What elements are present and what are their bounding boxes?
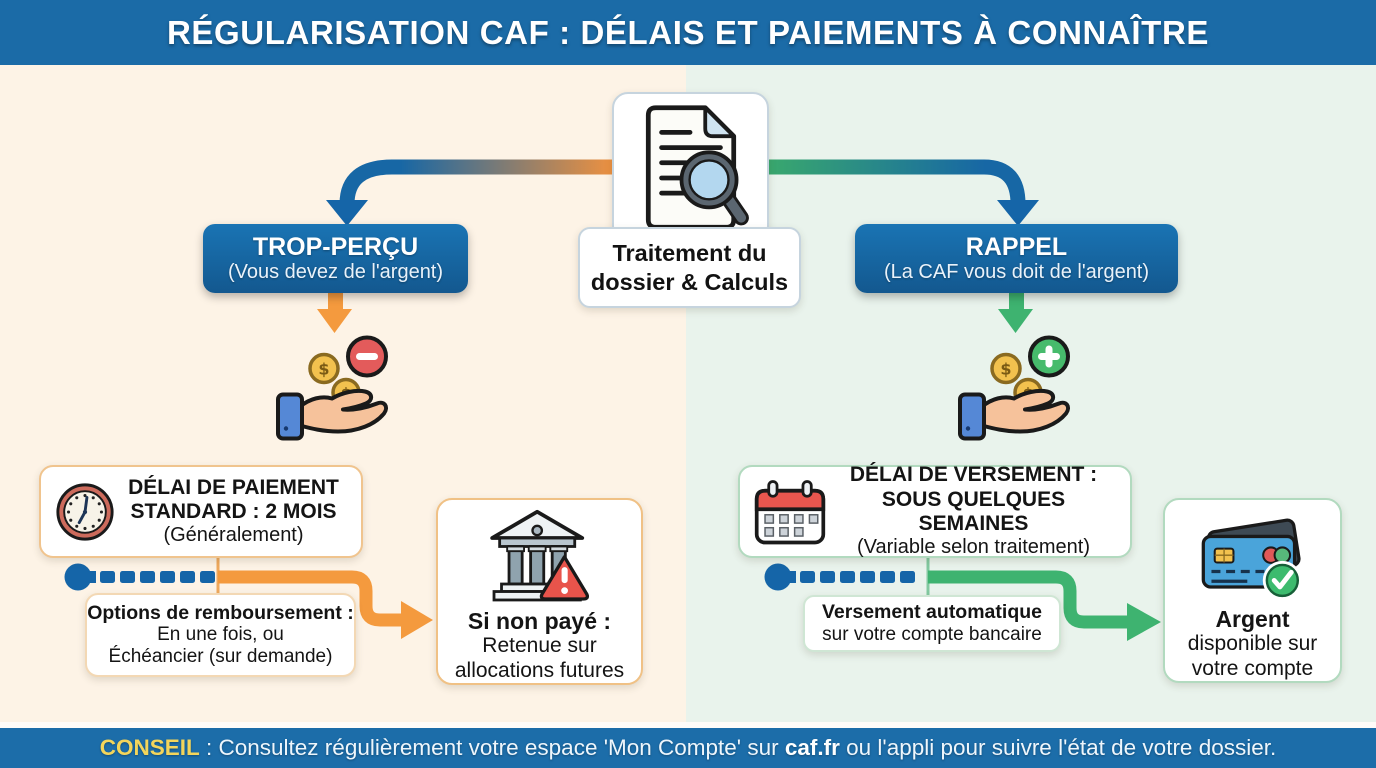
options-line2: En une fois, ou — [157, 624, 284, 646]
repayment-options-box: Options de remboursement : En une fois, … — [85, 593, 356, 677]
rappel-subtitle: (La CAF vous doit de l'argent) — [883, 261, 1150, 284]
clock-icon — [56, 482, 114, 541]
payment-delay-box: DÉLAI DE PAIEMENT STANDARD : 2 MOIS (Gén… — [39, 465, 363, 558]
conseil-label: CONSEIL — [99, 735, 200, 760]
money-available-box: Argent disponible sur votre compte — [1163, 498, 1342, 683]
bank-warning-icon — [489, 509, 589, 602]
hand-coins-minus-icon: $ $ — [270, 332, 400, 445]
money-line2: disponible sur — [1187, 632, 1318, 656]
trop-percu-title: TROP-PERÇU — [252, 232, 419, 261]
auto-line1: Versement automatique — [822, 601, 1042, 624]
options-line3: Échéancier (sur demande) — [108, 646, 333, 668]
svg-text:$: $ — [318, 360, 329, 379]
document-analysis-box — [612, 92, 769, 242]
money-line3: votre compte — [1191, 656, 1314, 680]
payment-delay-line2: STANDARD : 2 MOIS — [130, 499, 337, 523]
calendar-icon — [754, 479, 826, 544]
options-line1: Options de remboursement : — [87, 601, 354, 624]
rappel-title: RAPPEL — [965, 232, 1068, 261]
unpaid-line1: Si non payé : — [467, 607, 612, 634]
rappel-node: RAPPEL (La CAF vous doit de l'argent) — [855, 224, 1178, 293]
center-label-line2: dossier & Calculs — [590, 268, 789, 295]
trop-percu-node: TROP-PERÇU (Vous devez de l'argent) — [203, 224, 468, 293]
document-magnifier-icon — [645, 104, 749, 230]
bottom-divider-strip — [0, 722, 1376, 728]
money-line1: Argent — [1215, 605, 1290, 632]
unpaid-line2: Retenue sur — [482, 634, 597, 658]
center-label-line1: Traitement du — [612, 240, 767, 267]
page-title: RÉGULARISATION CAF : DÉLAIS ET PAIEMENTS… — [167, 13, 1209, 51]
versement-delay-line2: SOUS QUELQUES SEMAINES — [881, 487, 1066, 536]
footer-text-post: ou l'appli pour suivre l'état de votre d… — [839, 735, 1277, 760]
credit-card-check-icon — [1201, 518, 1302, 600]
footer-banner: CONSEIL : Consultez régulièrement votre … — [0, 728, 1376, 768]
hand-coins-plus-icon: $ $ — [952, 332, 1082, 445]
trop-percu-subtitle: (Vous devez de l'argent) — [227, 261, 444, 284]
unpaid-outcome-box: Si non payé : Retenue sur allocations fu… — [436, 498, 643, 685]
versement-delay-box: DÉLAI DE VERSEMENT : SOUS QUELQUES SEMAI… — [738, 463, 1132, 559]
versement-delay-line3: (Variable selon traitement) — [856, 536, 1091, 559]
payment-delay-line3: (Généralement) — [163, 524, 304, 547]
auto-line2: sur votre compte bancaire — [822, 623, 1042, 645]
svg-text:$: $ — [1000, 360, 1011, 379]
unpaid-line3: allocations futures — [454, 658, 625, 682]
payment-delay-line1: DÉLAI DE PAIEMENT — [128, 475, 339, 499]
header-banner: RÉGULARISATION CAF : DÉLAIS ET PAIEMENTS… — [0, 0, 1376, 65]
auto-versement-box: Versement automatique sur votre compte b… — [803, 595, 1061, 652]
footer-text-pre: : Consultez régulièrement votre espace '… — [199, 735, 785, 760]
center-process-label: Traitement du dossier & Calculs — [578, 227, 801, 308]
footer-caffr: caf.fr — [784, 735, 840, 760]
versement-delay-line1: DÉLAI DE VERSEMENT : — [849, 463, 1098, 487]
